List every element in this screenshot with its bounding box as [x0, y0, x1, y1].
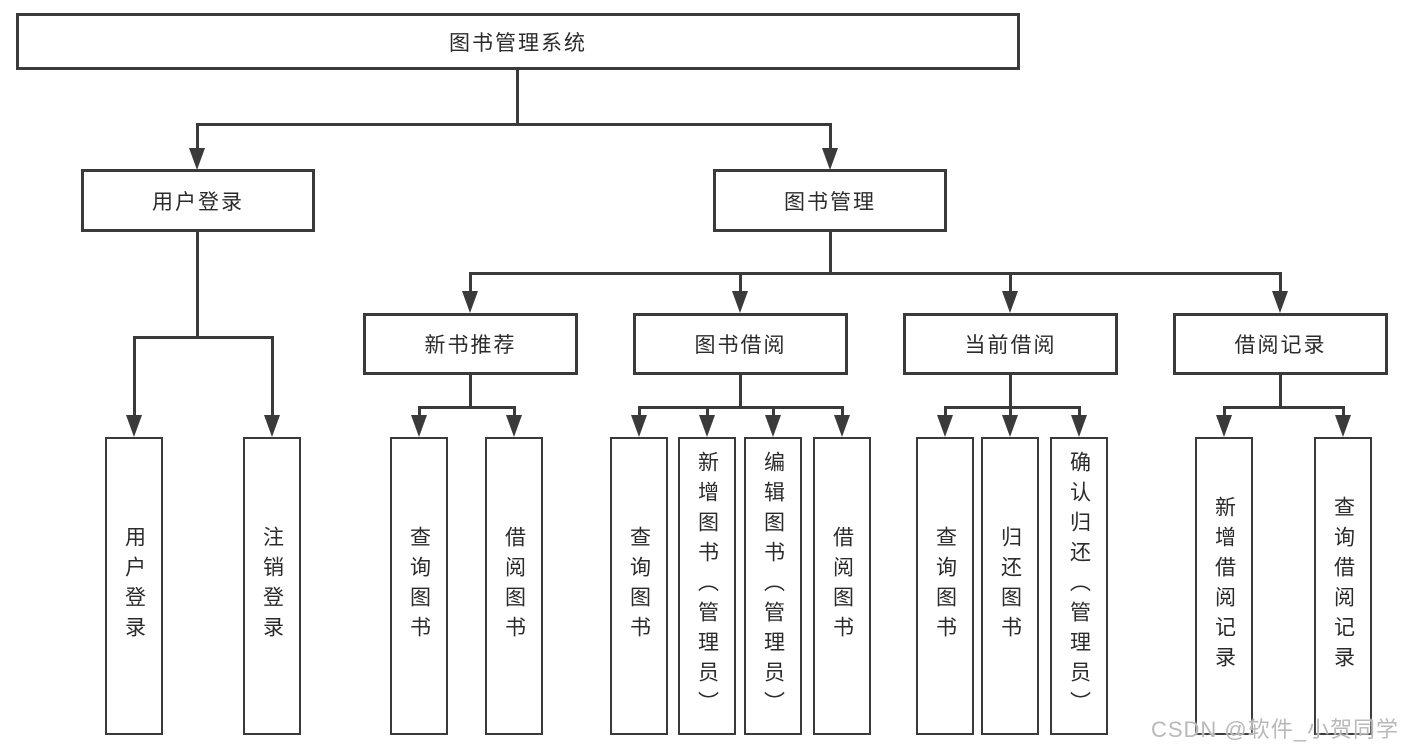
- arrowhead-down: [1002, 415, 1018, 437]
- connector-line: [738, 272, 742, 295]
- connector-line: [738, 375, 742, 409]
- arrowhead-down: [822, 148, 838, 170]
- connector-line: [1008, 272, 1012, 295]
- connector-line: [1008, 375, 1012, 409]
- node-user-login: 用户登录: [81, 169, 315, 232]
- connector-line: [1222, 406, 1345, 409]
- connector-line: [828, 123, 832, 152]
- arrowhead-down: [264, 415, 280, 437]
- node-library-management-system: 图书管理系统: [16, 13, 1020, 70]
- connector-line: [417, 406, 421, 419]
- node-label: 借阅记录: [1234, 334, 1327, 357]
- node-borrowing-records: 借阅记录: [1173, 313, 1388, 375]
- leaf-borrow-books: 借阅图书: [813, 437, 871, 735]
- leaf-label: 查询借阅记录: [1331, 496, 1355, 676]
- leaf-query-books-current: 查询图书: [916, 437, 974, 735]
- connector-line: [705, 406, 709, 419]
- arrowhead-down: [937, 415, 953, 437]
- connector-line: [943, 406, 1081, 409]
- connector-line: [417, 406, 516, 409]
- node-new-book-recommendation: 新书推荐: [363, 313, 578, 375]
- connector-line: [1278, 375, 1282, 409]
- connector-line: [195, 123, 832, 126]
- leaf-label: 借阅图书: [502, 526, 526, 646]
- node-label: 当前借阅: [964, 334, 1057, 357]
- arrowhead-down: [765, 415, 781, 437]
- leaf-label: 新增图书（管理员）: [695, 451, 719, 721]
- leaf-add-book-admin: 新增图书（管理员）: [678, 437, 736, 735]
- leaf-label: 注销登录: [260, 526, 284, 646]
- node-label: 图书管理: [784, 190, 876, 214]
- leaf-label: 新增借阅记录: [1212, 496, 1236, 676]
- connector-line: [468, 272, 1282, 275]
- connector-line: [270, 336, 274, 419]
- arrowhead-down: [126, 415, 142, 437]
- connector-line: [637, 406, 844, 409]
- connector-line: [637, 406, 641, 419]
- watermark-text: CSDN @软件_小贺同学: [1150, 717, 1399, 742]
- connector-line: [840, 406, 844, 419]
- leaf-borrow-books-recommend: 借阅图书: [485, 437, 543, 735]
- arrowhead-down: [411, 415, 427, 437]
- leaf-label: 借阅图书: [830, 526, 854, 646]
- connector-line: [515, 70, 519, 126]
- connector-line: [771, 406, 775, 419]
- arrowhead-down: [1335, 415, 1351, 437]
- arrowhead-down: [732, 291, 748, 313]
- arrowhead-down: [1002, 291, 1018, 313]
- leaf-query-books-borrowing: 查询图书: [610, 437, 668, 735]
- connector-line: [195, 123, 199, 152]
- connector-line: [1222, 406, 1226, 419]
- leaf-label: 查询图书: [933, 526, 957, 646]
- connector-line: [468, 375, 472, 409]
- leaf-label: 查询图书: [407, 526, 431, 646]
- connector-line: [1077, 406, 1081, 419]
- node-current-borrowing: 当前借阅: [903, 313, 1118, 375]
- connector-line: [1341, 406, 1345, 419]
- leaf-query-borrow-record: 查询借阅记录: [1314, 437, 1372, 735]
- arrowhead-down: [506, 415, 522, 437]
- connector-line: [1008, 406, 1012, 419]
- arrowhead-down: [462, 291, 478, 313]
- connector-line: [1278, 272, 1282, 295]
- arrowhead-down: [189, 148, 205, 170]
- arrowhead-down: [699, 415, 715, 437]
- arrowhead-down: [631, 415, 647, 437]
- leaf-label: 查询图书: [627, 526, 651, 646]
- arrowhead-down: [834, 415, 850, 437]
- connector-line: [132, 336, 136, 419]
- connector-line: [132, 336, 274, 339]
- arrowhead-down: [1071, 415, 1087, 437]
- connector-line: [828, 232, 832, 275]
- node-label: 图书管理系统: [449, 31, 587, 55]
- node-book-management: 图书管理: [713, 169, 947, 232]
- node-book-borrowing: 图书借阅: [633, 313, 848, 375]
- node-label: 新书推荐: [424, 334, 517, 357]
- leaf-user-login: 用户登录: [105, 437, 163, 735]
- leaf-label: 确认归还（管理员）: [1067, 451, 1091, 721]
- connector-line: [512, 406, 516, 419]
- leaf-edit-book-admin: 编辑图书（管理员）: [744, 437, 802, 735]
- leaf-label: 归还图书: [998, 526, 1022, 646]
- leaf-confirm-return-admin: 确认归还（管理员）: [1050, 437, 1108, 735]
- leaf-label: 编辑图书（管理员）: [761, 451, 785, 721]
- connector-line: [468, 272, 472, 295]
- connector-line: [195, 232, 199, 339]
- leaf-logout: 注销登录: [243, 437, 301, 735]
- arrowhead-down: [1216, 415, 1232, 437]
- connector-line: [943, 406, 947, 419]
- leaf-add-borrow-record: 新增借阅记录: [1195, 437, 1253, 735]
- arrowhead-down: [1272, 291, 1288, 313]
- leaf-return-books: 归还图书: [981, 437, 1039, 735]
- leaf-query-books-recommend: 查询图书: [390, 437, 448, 735]
- node-label: 用户登录: [152, 190, 244, 214]
- leaf-label: 用户登录: [122, 526, 146, 646]
- node-label: 图书借阅: [694, 334, 787, 357]
